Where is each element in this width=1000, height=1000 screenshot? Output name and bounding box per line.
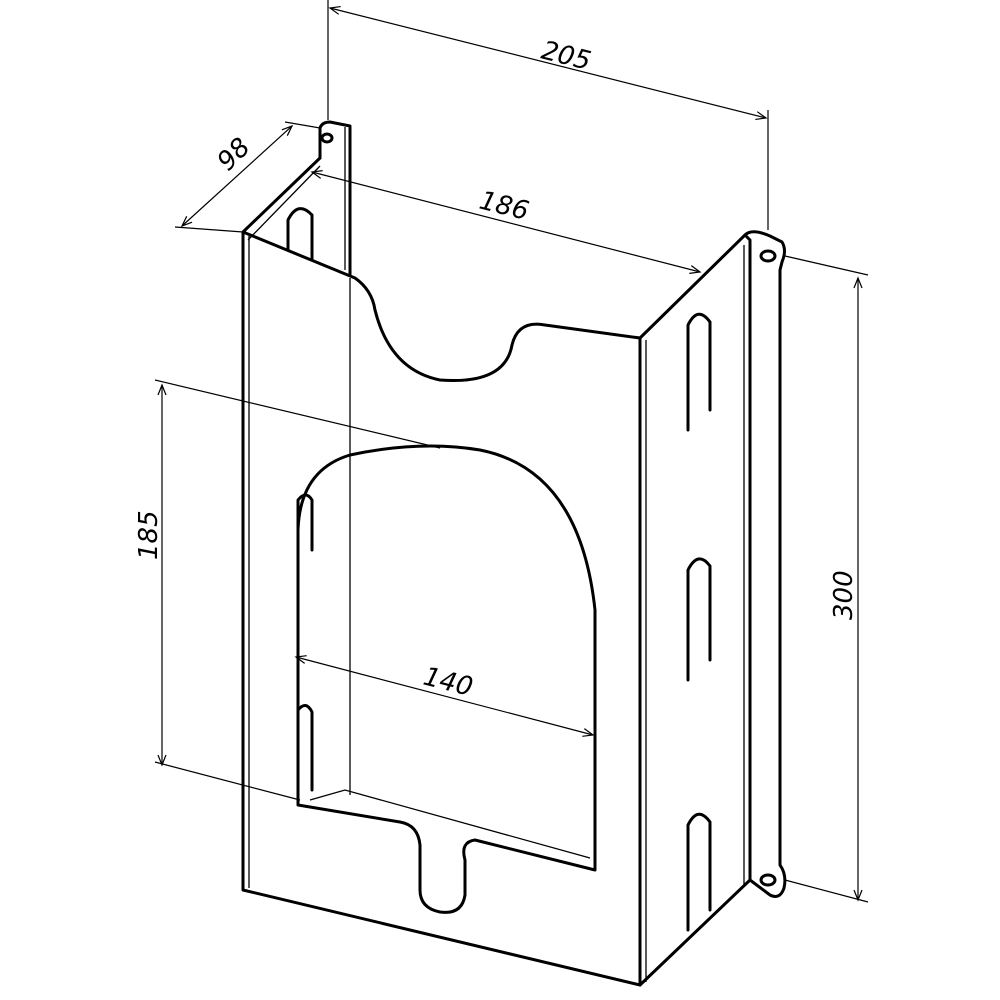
dim-label-300: 300 bbox=[829, 570, 859, 620]
mounting-hole bbox=[759, 873, 777, 887]
side-panel bbox=[638, 233, 752, 987]
dimension-140: 140 bbox=[294, 655, 595, 737]
front-window bbox=[296, 278, 597, 914]
right-flange bbox=[743, 230, 787, 898]
dimension-185: 185 bbox=[134, 379, 441, 801]
dim-label-185: 185 bbox=[134, 510, 164, 560]
dim-label-98: 98 bbox=[212, 132, 257, 177]
mounting-hole bbox=[320, 132, 334, 144]
dimension-205: 205 bbox=[327, 0, 769, 230]
front-panel bbox=[241, 156, 642, 987]
dimension-300: 300 bbox=[784, 255, 869, 903]
dim-label-140: 140 bbox=[420, 662, 475, 703]
back-left-flange bbox=[318, 120, 352, 277]
dimension-186: 186 bbox=[310, 170, 702, 274]
dim-label-186: 186 bbox=[476, 186, 531, 227]
side-slots bbox=[286, 207, 712, 932]
dim-label-205: 205 bbox=[538, 36, 593, 77]
mounting-hole bbox=[759, 249, 777, 263]
